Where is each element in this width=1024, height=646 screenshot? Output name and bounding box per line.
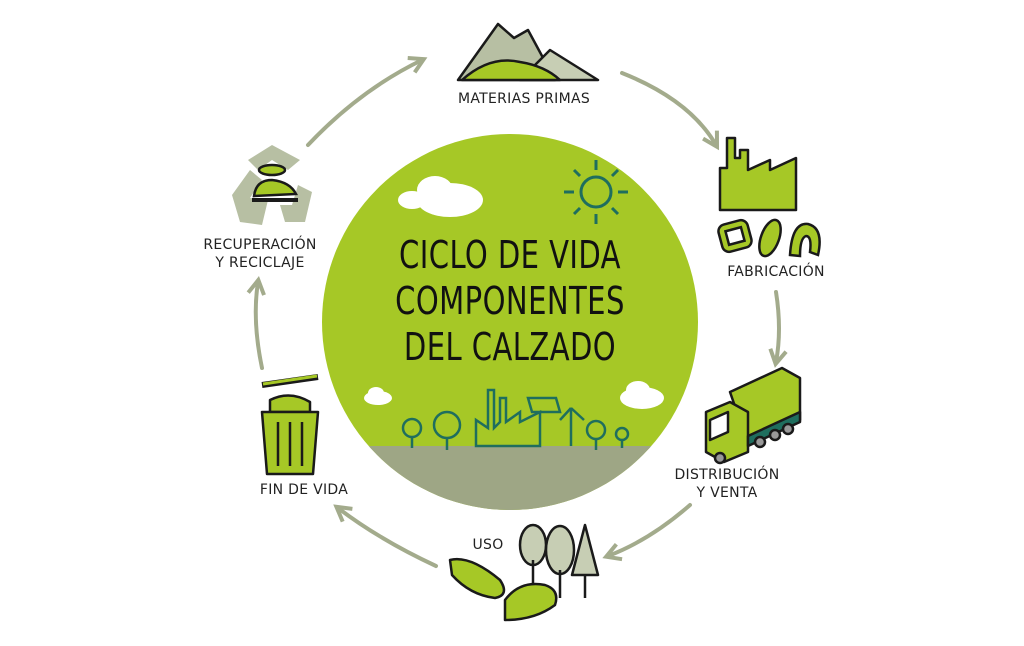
arrow-to-fabricacion [620, 71, 720, 151]
recycle-icon [232, 145, 312, 225]
sun-icon [564, 160, 628, 224]
mountains-icon [456, 22, 600, 82]
shoes-trees-icon [448, 523, 600, 622]
label-distribucion: DISTRIBUCIÓN Y VENTA [674, 466, 779, 502]
label-fabricacion: FABRICACIÓN [727, 264, 825, 280]
title-line-3: DEL CALZADO [403, 325, 617, 369]
cycle-arrows [246, 56, 788, 568]
cloud-icon [620, 381, 664, 409]
title-line-1: CICLO DE VIDA [399, 233, 621, 277]
label-recuperacion-line-2: Y RECICLAJE [215, 255, 305, 271]
arrow-to-uso [602, 503, 692, 562]
cloud-icon [398, 176, 483, 217]
shoe-icon [252, 163, 298, 202]
cloud-icon [364, 387, 392, 405]
label-distribucion-line-1: DISTRIBUCIÓN [674, 467, 780, 483]
label-fin-de-vida: FIN DE VIDA [259, 482, 349, 498]
shoe-components-icon [717, 218, 821, 258]
label-recuperacion: RECUPERACIÓN Y RECICLAJE [203, 236, 316, 272]
diagram-title: CICLO DE VIDA COMPONENTES DEL CALZADO [375, 232, 645, 370]
truck-icon [704, 366, 802, 465]
landscape-icon [401, 388, 630, 450]
arrow-to-recuperacion [246, 276, 266, 370]
trash-bin-icon [260, 374, 320, 476]
label-materias-primas: MATERIAS PRIMAS [457, 91, 591, 107]
title-line-2: COMPONENTES [395, 279, 625, 323]
arrow-to-materias-primas [306, 56, 428, 147]
ground-band [322, 446, 698, 510]
arrow-to-distribucion [768, 290, 788, 368]
label-distribucion-line-2: Y VENTA [696, 485, 758, 501]
label-recuperacion-line-1: RECUPERACIÓN [203, 237, 317, 253]
arrow-to-fin-de-vida [333, 504, 438, 568]
label-uso: USO [472, 537, 504, 553]
factory-icon [718, 136, 798, 212]
